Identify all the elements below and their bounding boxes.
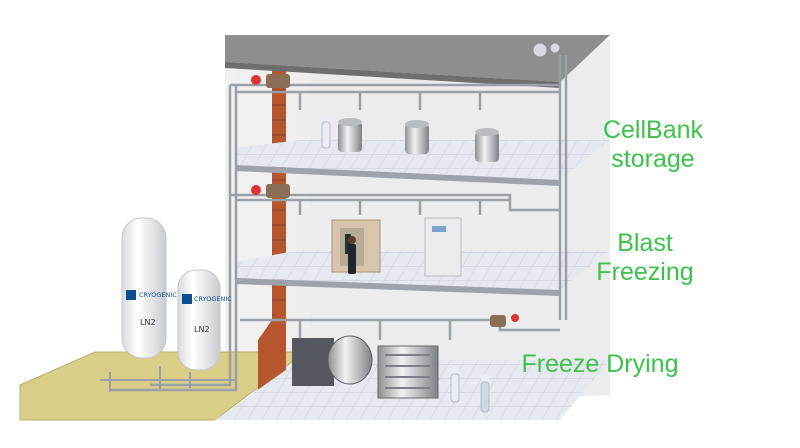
cellbank-line2: storage: [611, 144, 695, 173]
freeze-drying-label: Freeze Drying: [521, 350, 679, 378]
floor-blast-freezing: [235, 250, 610, 296]
worker-figure: [450, 366, 460, 403]
cellbank-storage-label: CellBank storage: [578, 116, 728, 174]
valve-lower: [490, 314, 519, 327]
worker-figure: [348, 236, 356, 274]
cellbank-dewar: [338, 118, 362, 152]
cellbank-line1: CellBank: [602, 116, 704, 144]
worker-figure: [480, 374, 490, 413]
control-cabinet: [424, 217, 462, 277]
freeze-dryer-chamber: [292, 335, 373, 386]
blast-line1: Blast: [617, 229, 673, 257]
valve-middle: [251, 184, 290, 198]
cellbank-dewar: [475, 128, 499, 162]
blast-freezing-label: Blast Freezing: [570, 229, 720, 287]
blast-line2: Freezing: [596, 257, 694, 286]
valve-upper: [251, 74, 290, 88]
freeze-dryer-unit: [377, 345, 439, 399]
roof-vent: [532, 42, 561, 58]
tank-brand-label: CRYOGENIC: [139, 291, 177, 299]
ln2-tank: CRYOGENIC LN2: [121, 217, 177, 359]
tank-pipework: [100, 366, 236, 392]
tank-content-label: LN2: [194, 325, 210, 334]
cellbank-dewar: [405, 120, 429, 154]
ln2-tank: CRYOGENIC LN2: [177, 269, 232, 371]
tank-brand-label: CRYOGENIC: [194, 295, 232, 303]
tank-content-label: LN2: [140, 318, 156, 327]
roof-slab: [225, 35, 610, 88]
floor-cellbank: [235, 140, 610, 186]
worker-figure: [321, 114, 331, 149]
